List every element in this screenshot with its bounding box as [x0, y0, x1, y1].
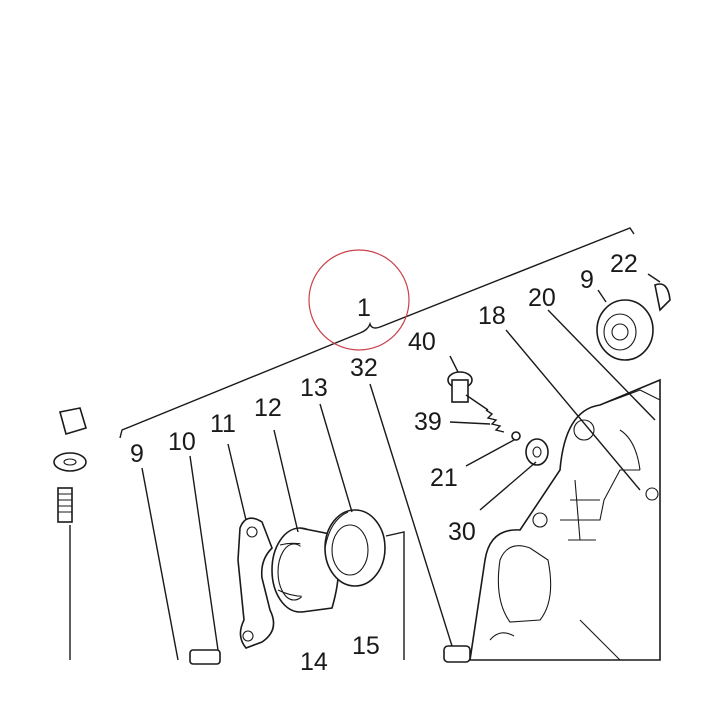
callout-10: 10	[168, 428, 196, 456]
part-washer	[525, 438, 549, 466]
left-edge-hardware	[53, 407, 87, 660]
callout-9-top: 9	[580, 266, 594, 294]
part-spring	[485, 409, 505, 433]
callout-30: 30	[448, 518, 476, 546]
part-stud	[443, 645, 471, 663]
callout-1: 1	[357, 294, 371, 322]
callout-14: 14	[300, 648, 328, 676]
callout-13: 13	[300, 374, 328, 402]
callout-11: 11	[210, 410, 236, 438]
part-pin	[189, 649, 221, 665]
callout-39: 39	[414, 408, 442, 436]
part-seal-ring	[324, 509, 386, 587]
callout-32: 32	[350, 354, 378, 382]
callout-21: 21	[430, 464, 458, 492]
callout-9: 9	[130, 440, 144, 468]
part-bearing-top	[596, 299, 654, 361]
callout-40: 40	[408, 328, 436, 356]
part-bolt	[447, 371, 489, 411]
assembly-bracket	[119, 227, 635, 439]
right-edge-part	[654, 283, 671, 312]
callout-labels: 1 9 10 11 12 13 14 15 32 40 39 21 30 18 …	[130, 250, 638, 676]
highlight-circle	[308, 249, 410, 351]
callout-18: 18	[478, 302, 506, 330]
callout-15: 15	[352, 632, 380, 660]
part-ball	[511, 431, 521, 441]
part-retaining-plate	[237, 517, 275, 649]
callout-20: 20	[528, 284, 556, 312]
leader-lines	[141, 273, 661, 661]
callout-12: 12	[254, 394, 282, 422]
part-housing	[469, 378, 661, 661]
callout-22: 22	[610, 250, 638, 278]
